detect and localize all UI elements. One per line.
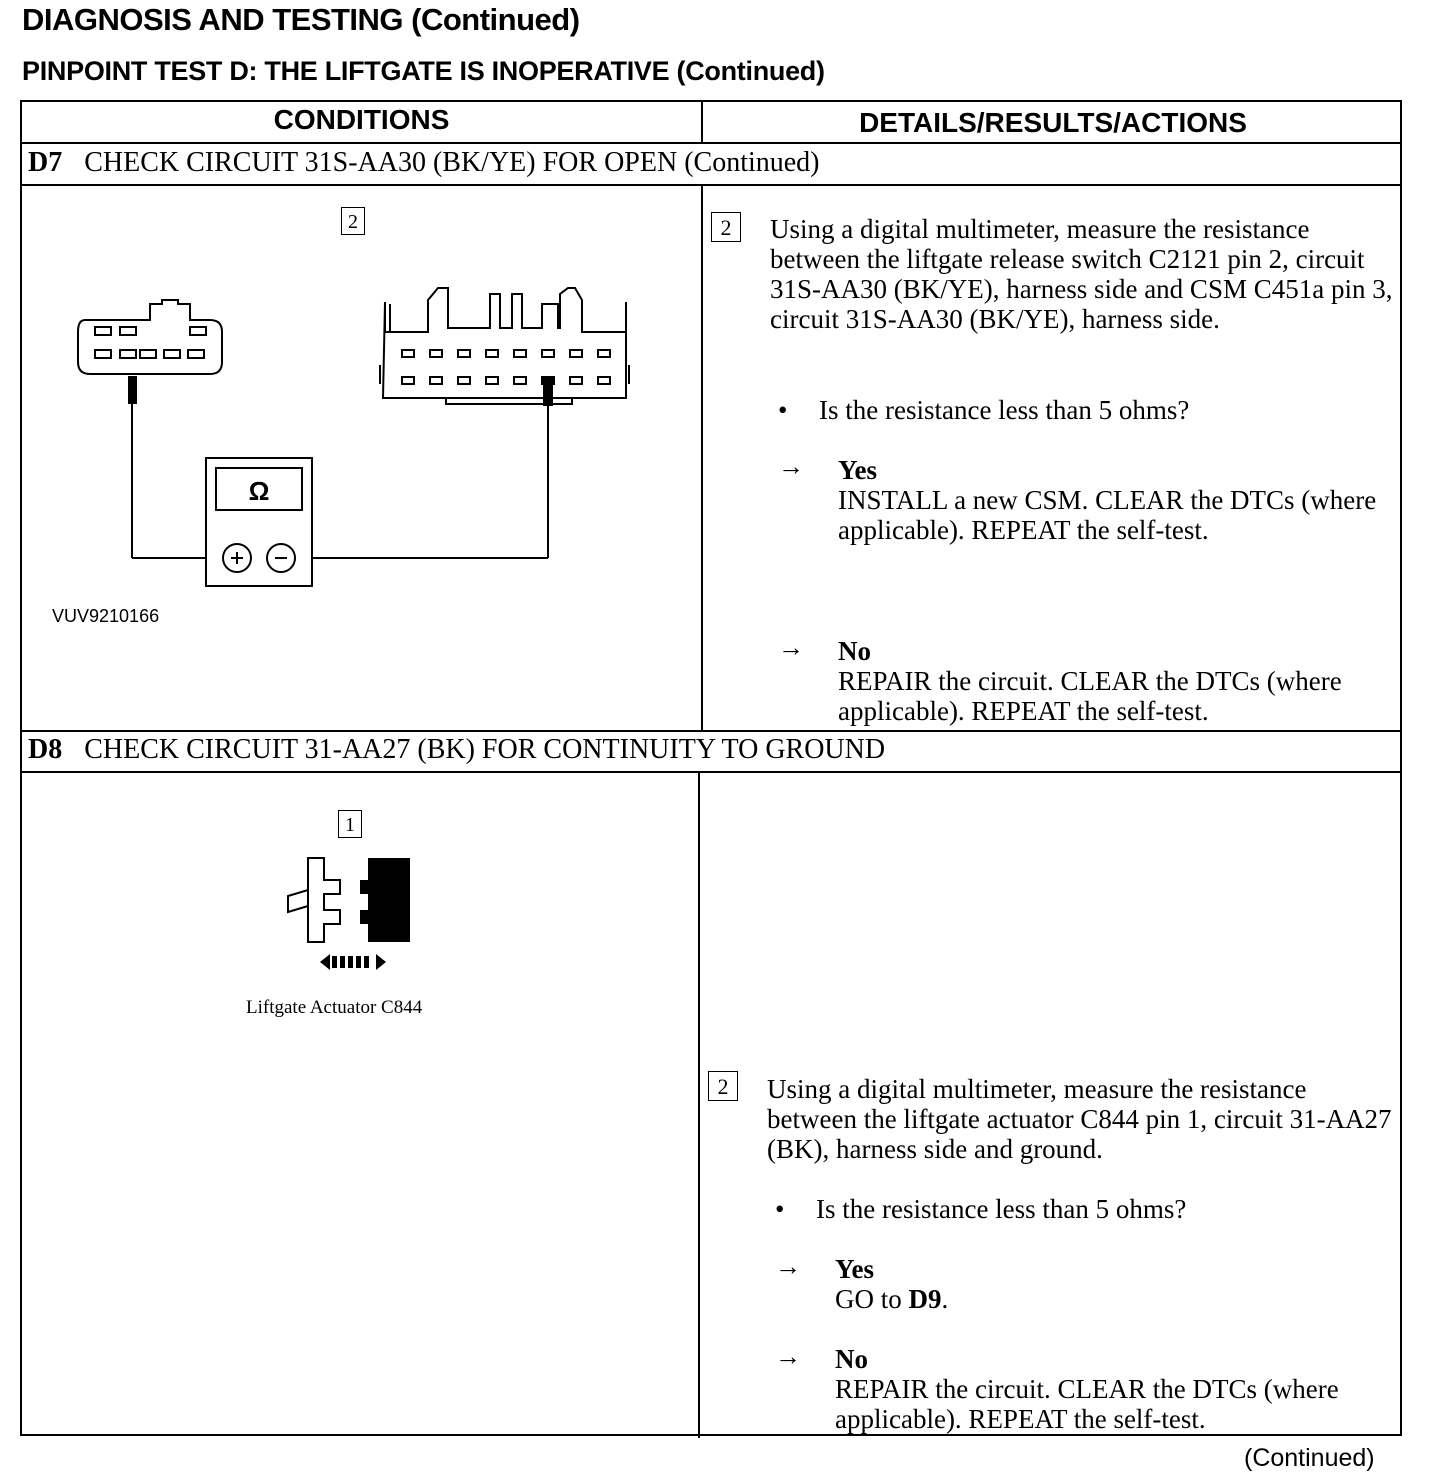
- d7-step-number-box: 2: [711, 212, 741, 242]
- d8-step-number-box: 2: [708, 1071, 738, 1101]
- d8-yes-block: Yes GO to D9.: [835, 1254, 1375, 1314]
- continued-footer: (Continued): [1244, 1444, 1375, 1472]
- probe-leads: [128, 376, 553, 559]
- d7-bullet: •: [778, 395, 788, 425]
- d8-yes-action-target: D9: [908, 1284, 942, 1314]
- d7-step-id: D7: [28, 147, 63, 178]
- d7-column-divider: [701, 184, 703, 730]
- d8-step-title: CHECK CIRCUIT 31-AA27 (BK) FOR CONTINUIT…: [84, 734, 886, 765]
- d7-yes-label: Yes: [838, 455, 877, 485]
- multimeter-connector-diagram: Ω: [77, 287, 630, 587]
- actuator-label: Liftgate Actuator C844: [246, 997, 423, 1018]
- d8-no-arrow-icon: →: [775, 1342, 801, 1371]
- ohm-symbol: Ω: [249, 476, 270, 506]
- d8-question: Is the resistance less than 5 ohms?: [816, 1194, 1187, 1224]
- d7-question: Is the resistance less than 5 ohms?: [819, 395, 1190, 425]
- d7-step-title-row: D7 CHECK CIRCUIT 31S-AA30 (BK/YE) FOR OPE…: [28, 147, 820, 179]
- d8-top-divider: [22, 730, 1400, 732]
- figure-id: VUV9210166: [52, 606, 160, 626]
- d7-yes-arrow-icon: →: [778, 452, 804, 481]
- d7-no-block: No REPAIR the circuit. CLEAR the DTCs (w…: [838, 636, 1378, 726]
- d8-no-block: No REPAIR the circuit. CLEAR the DTCs (w…: [835, 1344, 1375, 1434]
- d8-yes-action-prefix: GO to: [835, 1284, 909, 1314]
- conditions-column-header: CONDITIONS: [273, 104, 450, 135]
- csm-connector-c451a: [379, 287, 630, 405]
- multimeter: [205, 457, 313, 587]
- d8-no-action: REPAIR the circuit. CLEAR the DTCs (wher…: [835, 1374, 1339, 1434]
- d7-instruction: Using a digital multimeter, measure the …: [770, 214, 1393, 334]
- d8-title-divider: [22, 771, 1400, 773]
- d8-bullet: •: [775, 1194, 785, 1224]
- d8-figure-step-box: 1: [338, 810, 362, 838]
- d8-no-label: No: [835, 1344, 868, 1374]
- d8-yes-label: Yes: [835, 1254, 874, 1284]
- pinpoint-test-title: PINPOINT TEST D: THE LIFTGATE IS INOPERA…: [22, 56, 825, 86]
- d7-yes-action: INSTALL a new CSM. CLEAR the DTCs (where…: [838, 485, 1377, 545]
- d7-yes-block: Yes INSTALL a new CSM. CLEAR the DTCs (w…: [838, 455, 1388, 545]
- d8-instruction: Using a digital multimeter, measure the …: [767, 1074, 1392, 1164]
- d8-step-id: D8: [28, 734, 63, 765]
- switch-connector-c2121: [77, 299, 223, 375]
- page-title: DIAGNOSIS AND TESTING (Continued): [22, 2, 580, 37]
- header-column-divider: [701, 102, 703, 142]
- liftgate-actuator-connector-diagram: [287, 857, 410, 970]
- d8-step-title-row: D8 CHECK CIRCUIT 31-AA27 (BK) FOR CONTINU…: [28, 734, 885, 766]
- header-divider: [22, 142, 1400, 144]
- d7-title-divider: [22, 184, 1400, 186]
- d7-no-label: No: [838, 636, 871, 666]
- d8-yes-arrow-icon: →: [775, 1252, 801, 1281]
- d7-no-arrow-icon: →: [778, 633, 804, 662]
- d7-no-action: REPAIR the circuit. CLEAR the DTCs (wher…: [838, 666, 1342, 726]
- d7-figure-step-box: 2: [341, 207, 365, 235]
- d8-yes-action-suffix: .: [941, 1284, 949, 1314]
- d7-step-title: CHECK CIRCUIT 31S-AA30 (BK/YE) FOR OPEN …: [84, 147, 820, 178]
- details-column-header: DETAILS/RESULTS/ACTIONS: [859, 107, 1247, 138]
- d8-column-divider: [698, 771, 700, 1438]
